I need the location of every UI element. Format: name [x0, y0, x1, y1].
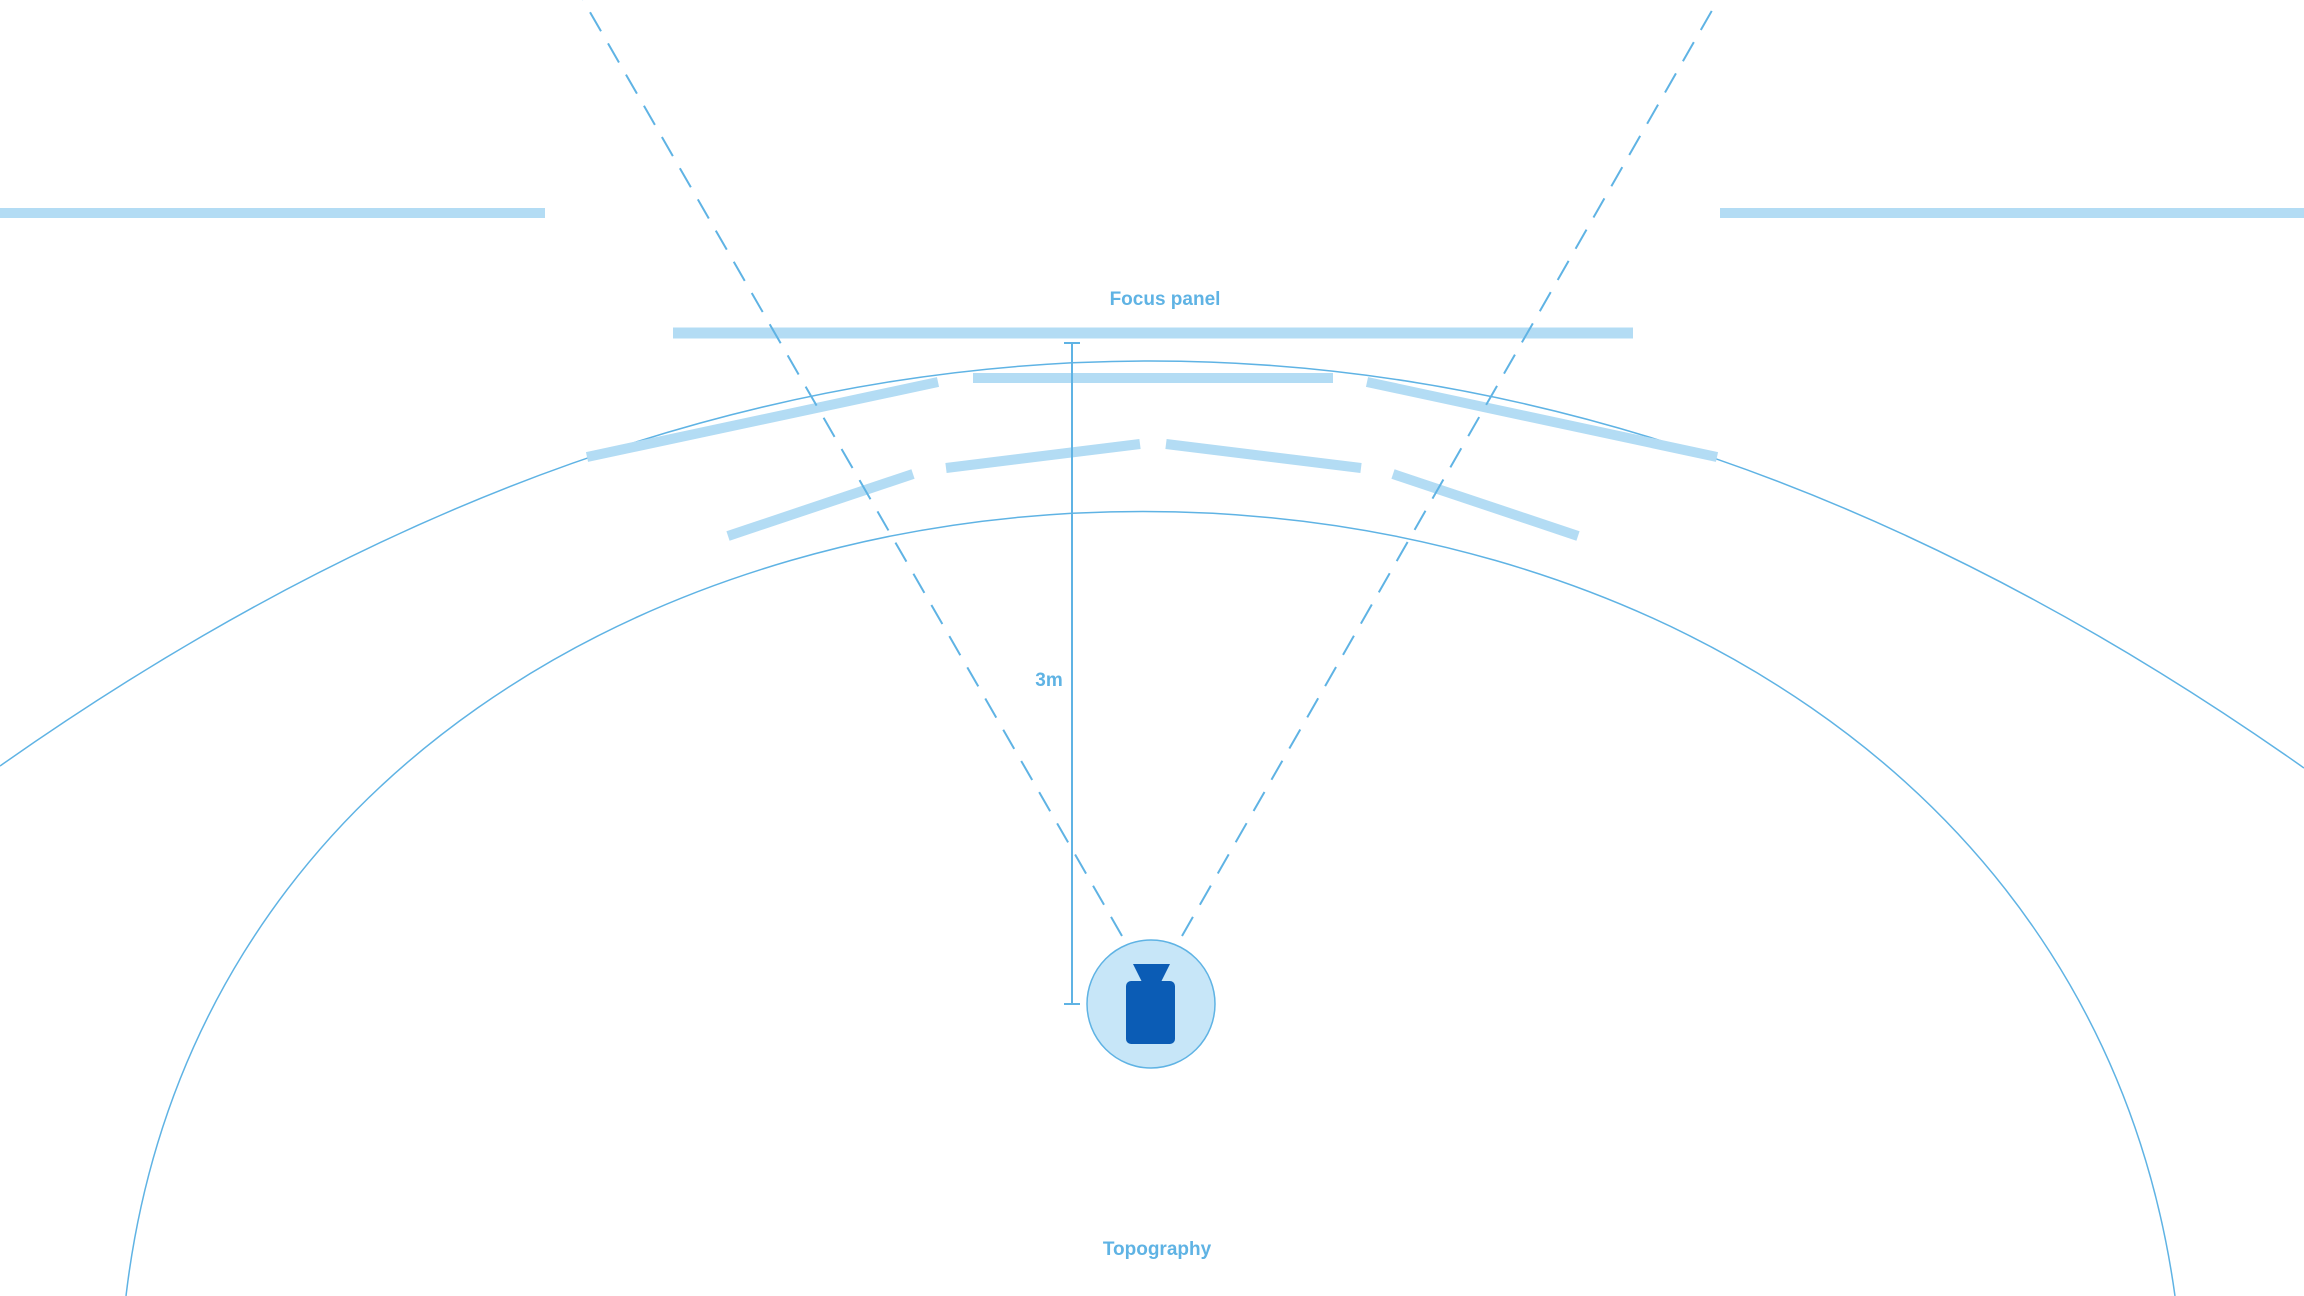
fov-line-right [1181, 0, 1719, 937]
inner-arc [125, 510, 2176, 1296]
inner-panel-3 [1165, 439, 1362, 473]
outer-panel-left [585, 377, 940, 462]
topography-label: Topography [1103, 1239, 1212, 1260]
inner-panel-2 [945, 439, 1141, 473]
distance-label: 3m [1035, 670, 1062, 691]
outer-panel-right [1365, 377, 1719, 462]
distance-dimension [1064, 342, 1080, 1005]
inner-panel-1 [726, 469, 915, 541]
user-headset-icon [1086, 939, 1216, 1069]
fov-line-left [582, 0, 1123, 937]
inner-panel-4 [1391, 469, 1580, 541]
outer-arc [0, 360, 2304, 769]
focus-panel-label: Focus panel [1110, 289, 1221, 310]
